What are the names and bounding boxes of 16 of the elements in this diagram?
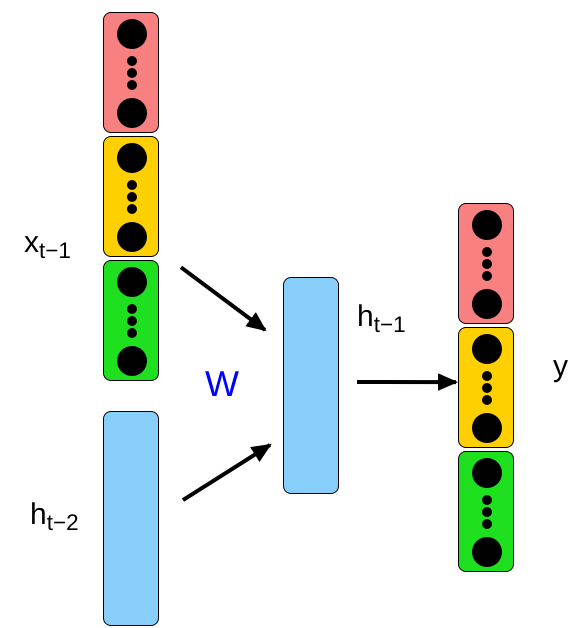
- neuron-unit: [103, 260, 159, 381]
- weight-label: W: [205, 366, 239, 402]
- arrow: [357, 373, 458, 391]
- arrow: [180, 266, 267, 332]
- neuron-unit: [458, 327, 514, 448]
- neuron-unit: [458, 451, 514, 572]
- neuron-unit: [458, 203, 514, 324]
- arrow: [182, 443, 272, 502]
- hidden-layer-box: [103, 411, 159, 626]
- neuron-unit: [103, 12, 159, 133]
- vector-label: h$_{t−1}$: [357, 302, 406, 332]
- vector-label: h$_{t−2}$: [30, 500, 79, 530]
- hidden-layer-box: [283, 277, 339, 494]
- neuron-unit: [103, 136, 159, 257]
- vector-label: y: [553, 352, 568, 382]
- vector-label: x$_{t−1}$: [24, 228, 71, 258]
